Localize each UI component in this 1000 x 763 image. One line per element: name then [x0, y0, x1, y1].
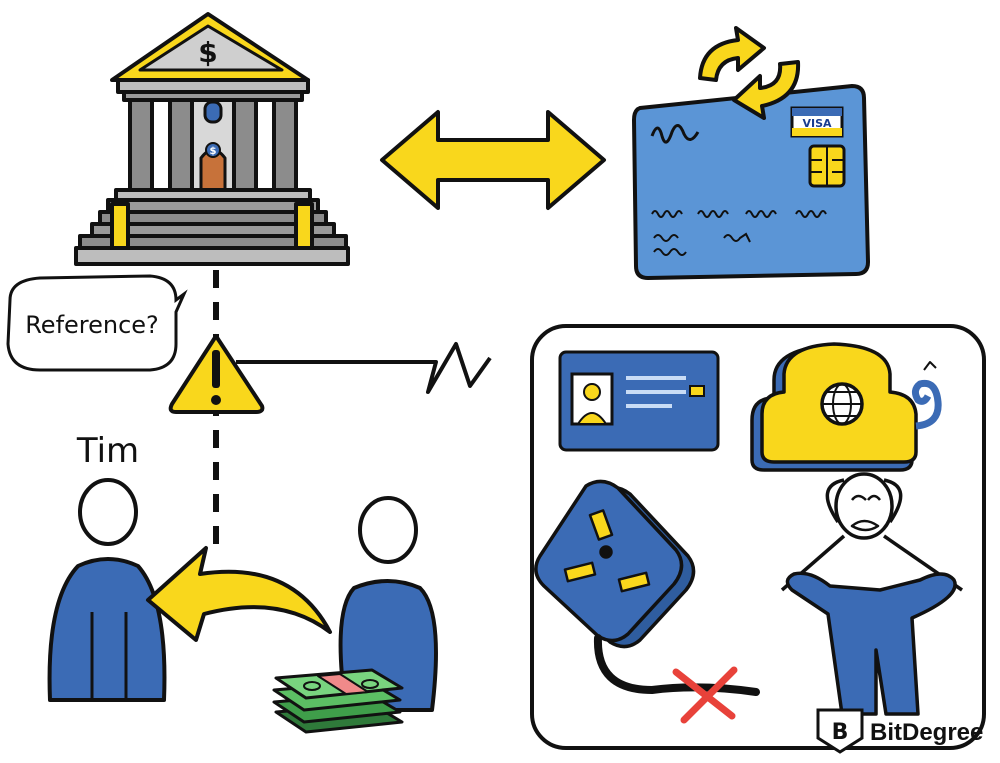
bank-door-symbol: $	[210, 146, 217, 157]
bitdegree-logo: B BitDegree	[816, 708, 983, 754]
bank-dollar-symbol: $	[198, 36, 217, 69]
visa-logo: VISA	[790, 106, 844, 138]
bank-icon: $ $	[74, 12, 350, 266]
logo-text: BitDegree	[870, 719, 983, 746]
card-brand-text: VISA	[802, 117, 832, 130]
speech-bubble-text: Reference?	[25, 311, 159, 339]
id-card-icon	[558, 350, 720, 452]
svg-text:B: B	[832, 720, 849, 745]
person-left	[47, 478, 167, 702]
lightning-line	[236, 342, 492, 394]
power-plug-icon	[534, 479, 760, 696]
speech-bubble: Reference?	[6, 274, 188, 372]
refresh-icon	[698, 26, 801, 120]
cross-icon	[672, 666, 738, 724]
telephone-icon	[750, 342, 942, 472]
curved-arrow-icon	[146, 546, 332, 642]
credit-card-icon: VISA	[631, 83, 871, 281]
warning-icon	[168, 334, 265, 414]
money-stack-icon	[272, 668, 404, 734]
double-arrow-icon	[380, 110, 606, 210]
confused-person-icon	[780, 472, 963, 716]
person-left-name: Tim	[76, 431, 139, 471]
